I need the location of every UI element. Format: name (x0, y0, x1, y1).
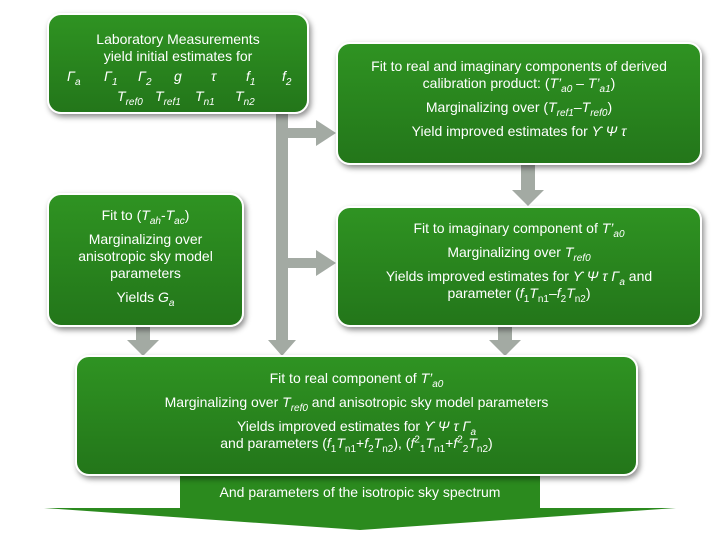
fit-imaginary-title: Fit to imaginary component of T’a0 (413, 220, 625, 240)
branch-top-connector (288, 128, 318, 138)
param-f2: f2 (282, 68, 292, 88)
fit-difference-parameters: parameters (110, 265, 181, 281)
lab-title: Laboratory Measurements (96, 31, 260, 47)
fit-imaginary-box: Fit to imaginary component of T’a0 Margi… (336, 206, 702, 327)
fit-real-title: Fit to real component of T’a0 (269, 370, 444, 390)
fit-real-parameters: and parameters (f1Tn1+f2Tn2), (f21Tn1+f2… (220, 434, 493, 455)
midright-down-arrowhead (489, 340, 521, 356)
isotropic-sky-label: And parameters of the isotropic sky spec… (219, 484, 501, 500)
left-down-arrowhead (127, 340, 159, 356)
left-down-connector (136, 325, 150, 341)
fit-difference-marginalizing: Marginalizing over (88, 231, 203, 247)
param-gamma-1: Γ1 (104, 68, 118, 88)
param-gamma-2: Γ2 (138, 68, 152, 88)
fit-real-imag-marginalizing: Marginalizing over (Tref1–Tref0) (425, 99, 613, 119)
fit-difference-yields: Yields Ga (116, 289, 175, 309)
lab-measurements-box: Laboratory Measurements yield initial es… (47, 13, 309, 114)
param-f1: f1 (246, 68, 256, 88)
fit-imaginary-parameter: parameter (f1Tn1–f2Tn2) (447, 285, 591, 305)
branch-mid-connector (288, 258, 318, 268)
fit-real-box: Fit to real component of T’a0 Marginaliz… (75, 355, 638, 476)
fit-difference-box: Fit to (Tah-Tac) Marginalizing over anis… (47, 193, 244, 327)
param-tau: τ (211, 68, 217, 84)
branch-top-arrowhead (316, 120, 336, 146)
fit-real-imag-yield: Yield improved estimates for ϒ Ψ τ (411, 123, 627, 139)
param-gamma-a: Γa (67, 68, 81, 88)
midright-down-connector (498, 325, 512, 341)
trunk-arrowhead (268, 340, 296, 356)
right-down-connector (521, 165, 535, 191)
fit-difference-title: Fit to (Tah-Tac) (101, 207, 190, 227)
branch-mid-arrowhead (316, 250, 336, 276)
fit-real-imag-box: Fit to real and imaginary components of … (336, 42, 702, 165)
fit-real-yields: Yields improved estimates for ϒ Ψ τ Γa (236, 418, 477, 438)
param-g: g (174, 68, 182, 84)
fit-real-imag-line1: Fit to real and imaginary components of … (371, 58, 667, 74)
fit-imaginary-marginalizing: Marginalizing over Tref0 (447, 244, 591, 264)
param-tref1: Tref1 (155, 88, 181, 108)
lab-subtitle: yield initial estimates for (103, 48, 253, 64)
fit-real-imag-line2: calibration product: (T’a0 – T’a1) (422, 75, 616, 95)
fit-real-marginalizing: Marginalizing over Tref0 and anisotropic… (164, 394, 549, 414)
fit-difference-anisotropic: anisotropic sky model (78, 248, 213, 264)
fit-imaginary-yields: Yields improved estimates for ϒ Ψ τ Γa a… (385, 268, 653, 288)
right-down-arrowhead (512, 190, 544, 206)
bottom-green-arrow (44, 470, 676, 530)
param-tn1: Tn1 (195, 88, 215, 108)
param-tref0: Tref0 (117, 88, 143, 108)
param-tn2: Tn2 (235, 88, 255, 108)
trunk-connector (276, 110, 288, 346)
